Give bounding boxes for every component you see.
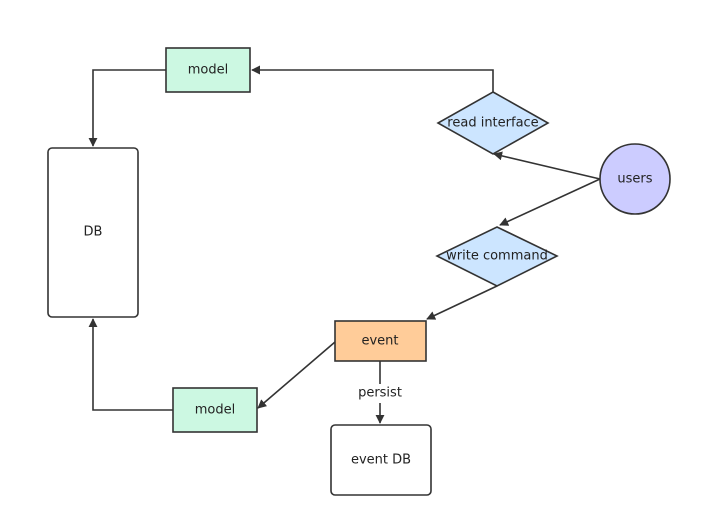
write-command-node[interactable]: write command	[435, 226, 559, 287]
model-top-node[interactable]: model	[165, 47, 251, 93]
db-box	[47, 147, 139, 318]
persist-label-bg	[356, 384, 404, 403]
edge-write-command-to-event	[426, 285, 498, 320]
read-interface-label: read interface	[447, 116, 538, 131]
model-top-label: model	[188, 63, 228, 78]
write-command-label: write command	[446, 249, 548, 264]
edge-model-bottom-to-db	[88, 318, 173, 411]
model-bottom-label: model	[195, 403, 235, 418]
edge-users-to-read-interface	[493, 151, 601, 180]
event-node[interactable]: event	[334, 320, 427, 362]
read-interface-node[interactable]: read interface	[436, 91, 550, 155]
users-label: users	[617, 172, 652, 187]
event-db-box	[330, 424, 432, 496]
event-db-node[interactable]: event DB	[330, 424, 432, 496]
write-command-diamond	[435, 226, 559, 287]
model-top-box	[165, 47, 251, 93]
model-bottom-box	[172, 387, 258, 433]
users-node[interactable]: users	[599, 143, 671, 215]
users-circle	[599, 143, 671, 215]
read-interface-diamond	[436, 91, 550, 155]
edge-read-interface-to-model-top	[251, 65, 494, 92]
event-label: event	[361, 334, 398, 349]
edge-event-to-model-bottom	[257, 341, 336, 409]
persist-label: persist	[358, 386, 402, 401]
edge-users-to-write-command	[499, 178, 601, 226]
event-box	[334, 320, 427, 362]
event-db-label: event DB	[351, 453, 411, 468]
db-node[interactable]: DB	[47, 147, 139, 318]
db-label: DB	[84, 225, 103, 240]
model-bottom-node[interactable]: model	[172, 387, 258, 433]
edge-model-top-to-db	[88, 69, 166, 147]
